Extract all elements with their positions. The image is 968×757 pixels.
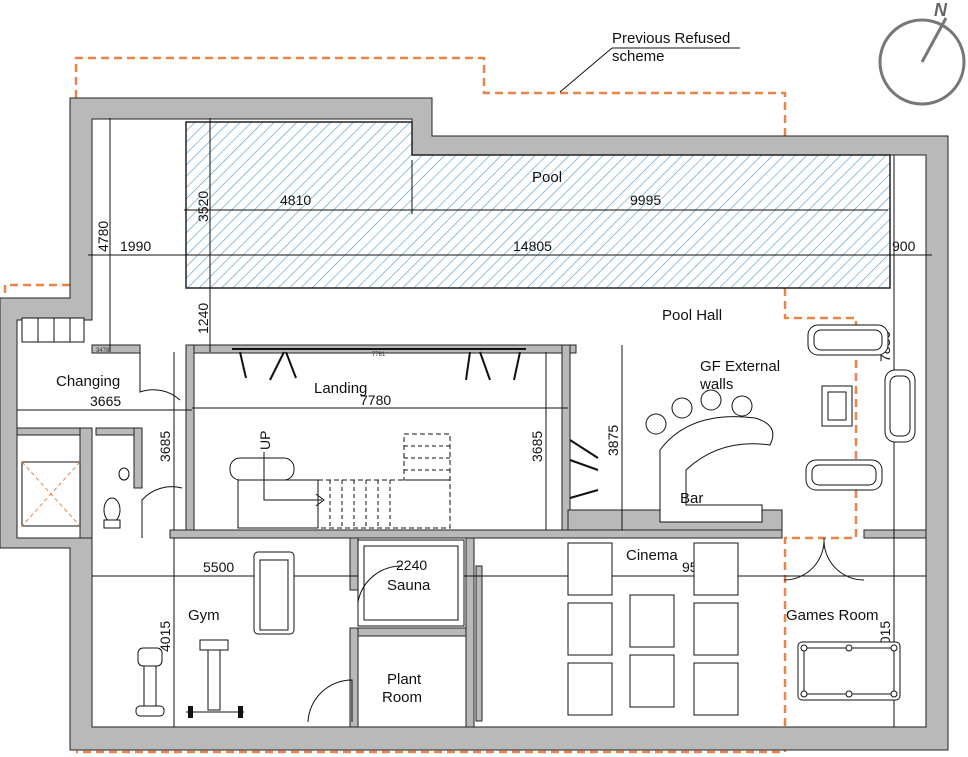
lounge-furniture [805,324,916,491]
dim-west-wall: 4780 [95,221,111,252]
pool-table [797,641,901,701]
room-label-sauna: Sauna [387,577,431,594]
dim-pool-deep: 9995 [630,192,661,208]
dim-gym-height: 4015 [157,621,173,652]
plant-room-door[interactable] [307,679,353,723]
cinema-seating [567,542,739,716]
dim-gap: 1240 [195,303,211,334]
room-label-pool: Pool [532,169,562,186]
small-dim-a: 3478 [96,348,110,354]
previous-scheme-outline [3,56,858,754]
previous-scheme-leader [559,47,613,93]
dim-pool-width: 3520 [195,191,211,222]
dim-west-offset: 1990 [120,238,151,254]
gf-walls-label-2: walls [699,376,733,393]
pool-dimension-lines [88,118,932,727]
gf-walls-label-1: GF External [700,358,780,375]
dim-landing-left: 3685 [157,431,173,462]
dim-landing: 7780 [360,392,391,408]
changing-fixtures [21,317,130,529]
dim-gym-width: 5500 [203,559,234,575]
stair-up-label: UP [257,431,273,450]
dim-sauna: 2240 [396,557,427,573]
previous-scheme-label-1: Previous Refused [612,30,730,47]
north-label: N [934,0,948,20]
dim-bar: 3875 [605,425,621,456]
changing-door[interactable] [139,352,181,401]
room-label-gym: Gym [188,607,220,624]
dim-pool-total: 14805 [513,238,552,254]
gym-equipment [135,551,295,718]
previous-scheme-label-2: scheme [612,48,665,65]
dim-pool-shallow: 4810 [280,192,311,208]
dim-landing-right: 3685 [529,431,545,462]
bar-counter [645,389,774,523]
room-label-games: Games Room [786,607,879,624]
room-label-plant-1: Plant [387,671,422,688]
dim-east-offset: 900 [892,238,916,254]
room-label-changing: Changing [56,373,120,390]
sauna-box [357,539,465,627]
landing-rails [232,348,599,499]
small-dim-b: 7781 [372,352,386,358]
room-label-landing: Landing [314,380,367,397]
games-room-door[interactable] [783,537,865,581]
room-label-cinema: Cinema [626,547,678,564]
dim-changing: 3665 [90,393,121,409]
north-arrow: N [878,0,966,106]
room-label-pool-hall: Pool Hall [662,307,722,324]
staircase [229,433,451,529]
room-label-plant-2: Room [382,689,422,706]
room-label-bar: Bar [680,490,703,507]
gym-door[interactable] [141,486,183,538]
pool [185,121,891,289]
